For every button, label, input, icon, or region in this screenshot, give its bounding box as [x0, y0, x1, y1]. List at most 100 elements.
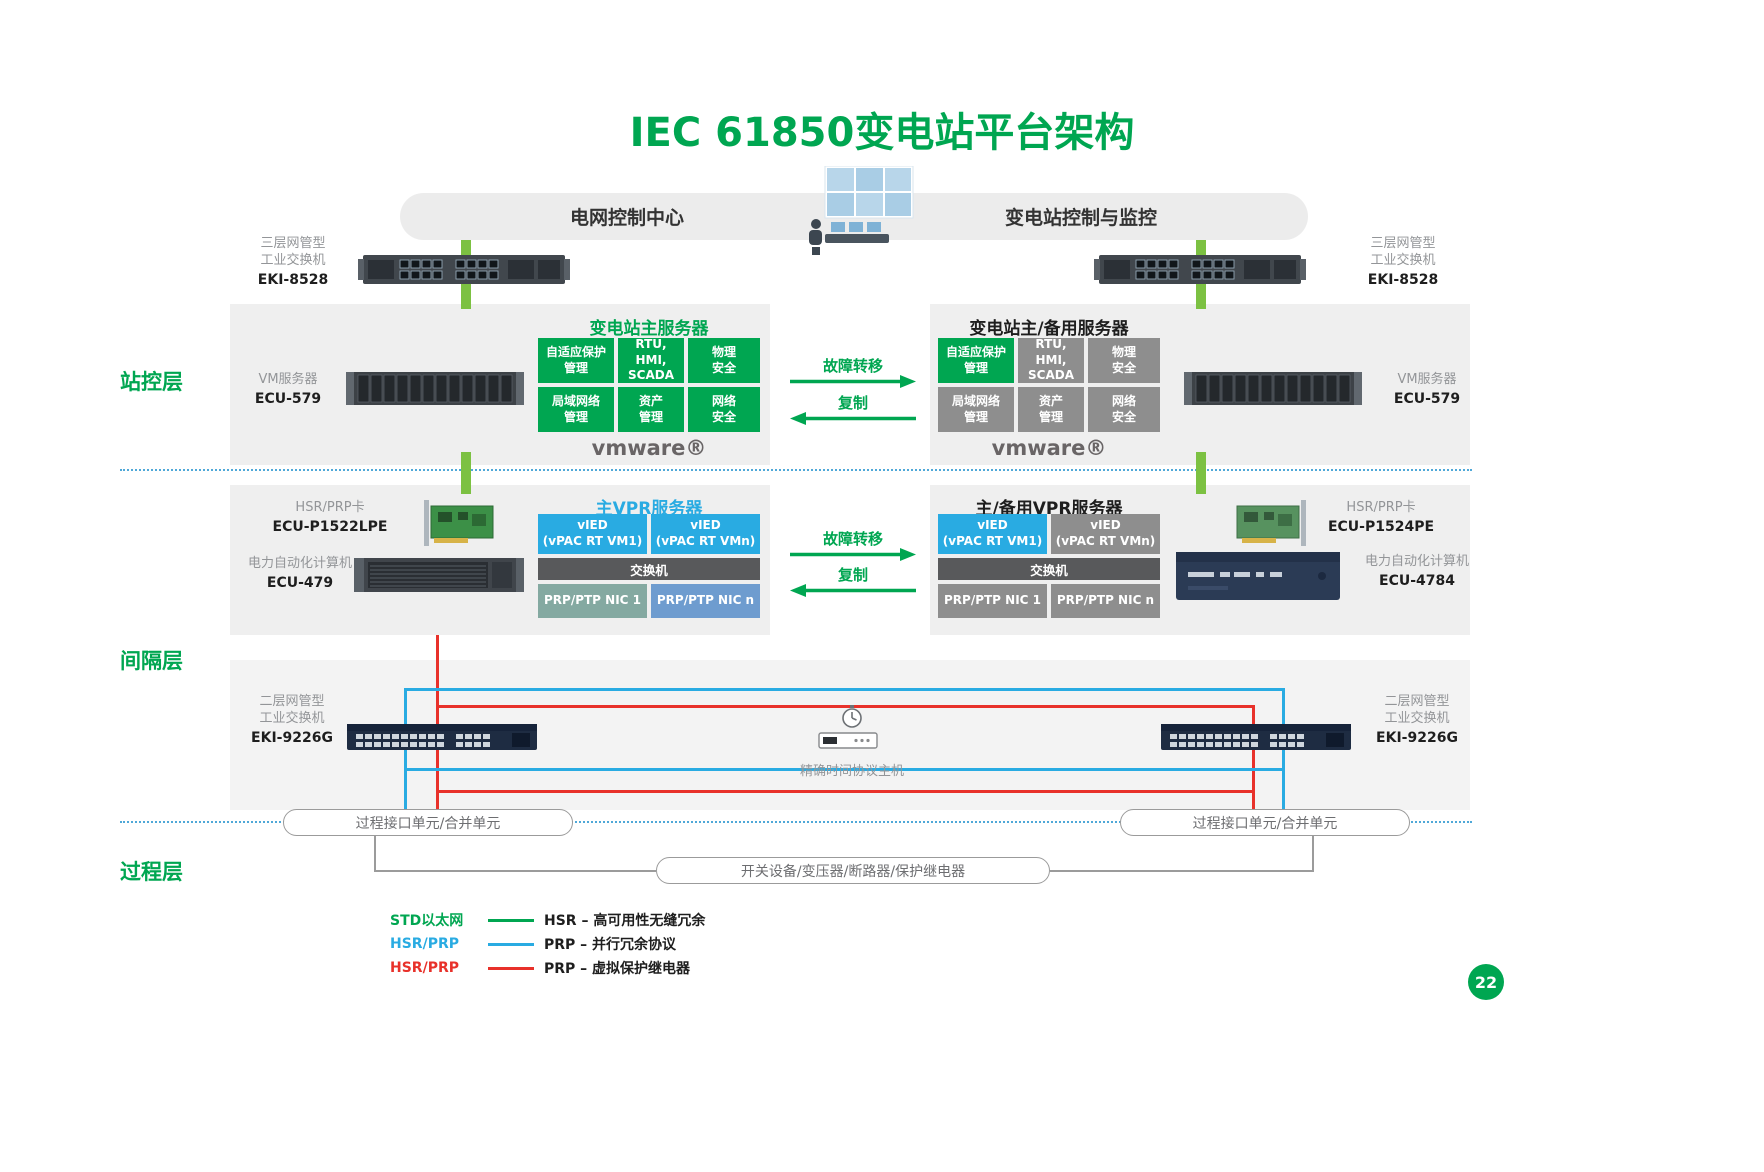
- ecu-579-server-image: [346, 372, 524, 405]
- top-switch-left-labels: 三层网管型 工业交换机 EKI-8528: [238, 236, 348, 288]
- prp-ptp-nic1-cell: PRP/PTP NIC 1: [538, 584, 647, 618]
- stack-cell-physical-security: 物理 安全: [688, 338, 760, 383]
- process-interface-unit-pill-left: 过程接口单元/合并单元: [283, 809, 573, 836]
- ptp-host-device-image: [818, 732, 878, 749]
- vm-server-left-labels: VM服务器 ECU-579: [238, 372, 338, 407]
- layer-label-bay: 间隔层: [120, 649, 183, 673]
- green-connector: [461, 452, 471, 494]
- legend-row-hsr-prp-red: HSR/PRP PRP – 虚拟保护继电器: [390, 958, 690, 978]
- bay-switch-right-labels: 二层网管型 工业交换机 EKI-9226G: [1362, 694, 1472, 746]
- ptp-host-label: 精确时间协议主机: [799, 764, 904, 779]
- main-server-stack: 自适应保护 管理 RTU, HMI, SCADA 物理 安全 局域网络 管理 资…: [538, 337, 760, 432]
- prp-blue-line: [404, 688, 1285, 691]
- vpr-switch-bar: 交换机: [938, 558, 1160, 580]
- prp-ptp-nicn-cell: PRP/PTP NIC n: [651, 584, 760, 618]
- backup-server-stack: 自适应保护 管理 RTU, HMI, SCADA 物理 安全 局域网络 管理 资…: [938, 337, 1160, 432]
- process-connector-line: [374, 836, 376, 872]
- server-model-label: ECU-579: [1393, 390, 1461, 407]
- prp-ptp-nicn-cell: PRP/PTP NIC n: [1051, 584, 1160, 618]
- computer-type-label: 电力自动化计算机: [1364, 554, 1469, 569]
- vied-vmn-cell: vIED (vPAC RT VMn): [651, 514, 760, 554]
- eki-8528-switch-image: [358, 255, 570, 284]
- stack-cell-adaptive-protection: 自适应保护 管理: [938, 338, 1014, 383]
- legend-row-hsr-prp-blue: HSR/PRP PRP – 并行冗余协议: [390, 934, 676, 954]
- legend-line-green: [488, 918, 534, 922]
- process-connector-line: [1312, 836, 1314, 872]
- stack-cell-network-security: 网络 安全: [688, 387, 760, 432]
- legend-description: PRP – 并行冗余协议: [544, 937, 677, 953]
- legend-label: HSR/PRP: [390, 960, 459, 976]
- layer-separator-line: [120, 821, 1472, 823]
- prp-red-line: [436, 635, 439, 811]
- hsr-prp-card-right-labels: HSR/PRP卡 ECU-P1524PE: [1296, 500, 1466, 535]
- stack-cell-asset-management: 资产 管理: [618, 387, 684, 432]
- computer-model-label: ECU-4784: [1379, 572, 1455, 589]
- switch-type-label: 工业交换机: [259, 710, 325, 726]
- prp-red-line: [1252, 705, 1255, 811]
- stack-cell-asset-management: 资产 管理: [1018, 387, 1084, 432]
- legend-line-red: [488, 966, 534, 970]
- failover-arrow-right: [790, 375, 916, 388]
- main-vpr-stack: vIED (vPAC RT VM1) vIED (vPAC RT VMn) 交换…: [538, 514, 760, 618]
- legend-line-blue: [488, 942, 534, 946]
- vmware-logo: vmware®: [591, 436, 707, 460]
- switch-model-label: EKI-9226G: [251, 729, 333, 746]
- switch-type-label: 工业交换机: [1370, 252, 1436, 268]
- page-title: IEC 61850变电站平台架构: [629, 110, 1135, 156]
- switch-type-label: 二层网管型: [1384, 694, 1450, 709]
- layer-label-process: 过程层: [120, 860, 183, 884]
- ecu-479-server-image: [354, 558, 524, 592]
- layer-label-station: 站控层: [120, 370, 183, 394]
- process-connector-line: [374, 870, 656, 872]
- switch-type-label: 三层网管型: [260, 236, 326, 251]
- stack-cell-rtu-hmi-scada: RTU, HMI, SCADA: [1018, 337, 1084, 383]
- switch-model-label: EKI-8528: [257, 271, 329, 288]
- vmware-logo: vmware®: [991, 436, 1107, 460]
- hsr-prp-card-image: [424, 500, 494, 546]
- card-model-label: ECU-P1522LPE: [272, 518, 388, 535]
- card-model-label: ECU-P1524PE: [1327, 518, 1435, 535]
- vied-vm1-cell: vIED (vPAC RT VM1): [538, 514, 647, 554]
- hsr-prp-card-left-labels: HSR/PRP卡 ECU-P1522LPE: [245, 500, 415, 535]
- top-switch-right-labels: 三层网管型 工业交换机 EKI-8528: [1348, 236, 1458, 288]
- prp-ptp-nic1-cell: PRP/PTP NIC 1: [938, 584, 1047, 618]
- legend-description: HSR – 高可用性无缝冗余: [544, 913, 706, 929]
- process-connector-line: [1050, 870, 1314, 872]
- stack-cell-lan-management: 局域网络 管理: [938, 387, 1014, 432]
- switch-model-label: EKI-9226G: [1376, 729, 1458, 746]
- vied-vmn-cell: vIED (vPAC RT VMn): [1051, 514, 1160, 554]
- vm-server-right-labels: VM服务器 ECU-579: [1372, 372, 1482, 407]
- clock-icon: [842, 705, 862, 728]
- bay-switch-left-labels: 二层网管型 工业交换机 EKI-9226G: [242, 694, 342, 746]
- ecu-4784-labels: 电力自动化计算机 ECU-4784: [1352, 554, 1482, 589]
- legend-label: STD以太网: [390, 913, 464, 929]
- replicate-arrow-left: [790, 584, 916, 597]
- control-room-illustration: [809, 166, 914, 255]
- prp-red-line: [436, 705, 1255, 708]
- stack-cell-lan-management: 局域网络 管理: [538, 387, 614, 432]
- backup-vpr-stack: vIED (vPAC RT VM1) vIED (vPAC RT VMn) 交换…: [938, 514, 1160, 618]
- replicate-arrow-left: [790, 412, 916, 425]
- backup-server-stack-title: 变电站主/备用服务器: [969, 319, 1129, 339]
- card-type-label: HSR/PRP卡: [1346, 500, 1416, 515]
- failover-label: 故障转移: [822, 357, 883, 375]
- legend-label: HSR/PRP: [390, 936, 459, 952]
- server-model-label: ECU-579: [254, 390, 322, 407]
- failover-arrow-right: [790, 548, 916, 561]
- card-type-label: HSR/PRP卡: [295, 500, 365, 515]
- prp-red-line: [436, 790, 1255, 793]
- switch-type-label: 三层网管型: [1370, 236, 1436, 251]
- server-type-label: VM服务器: [258, 372, 318, 387]
- ecu-4784-server-image: [1176, 552, 1340, 600]
- switch-type-label: 工业交换机: [1384, 710, 1450, 726]
- stack-cell-network-security: 网络 安全: [1088, 387, 1160, 432]
- vied-vm1-cell: vIED (vPAC RT VM1): [938, 514, 1047, 554]
- vpr-switch-bar: 交换机: [538, 558, 760, 580]
- switch-model-label: EKI-8528: [1367, 271, 1439, 288]
- prp-blue-line: [404, 768, 1285, 771]
- grid-control-center-label: 电网控制中心: [569, 207, 684, 229]
- legend-description: PRP – 虚拟保护继电器: [544, 961, 691, 977]
- layer-separator-line: [120, 469, 1472, 471]
- main-server-stack-title: 变电站主服务器: [589, 319, 709, 339]
- stack-cell-physical-security: 物理 安全: [1088, 338, 1160, 383]
